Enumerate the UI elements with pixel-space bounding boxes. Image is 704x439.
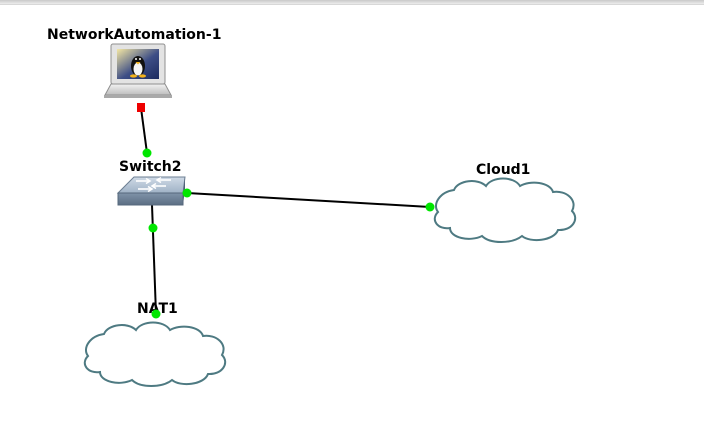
ethernet-switch-icon bbox=[116, 176, 186, 206]
node-label-networkautomation-1: NetworkAutomation-1 bbox=[47, 27, 221, 43]
linux-laptop-icon bbox=[104, 43, 172, 98]
node-switch2[interactable]: Switch2 bbox=[116, 159, 186, 206]
port-status-started-switch-east bbox=[182, 188, 192, 198]
port-status-started-switch-south bbox=[148, 223, 158, 233]
port-status-started-nat1 bbox=[151, 309, 161, 319]
cloud-icon bbox=[83, 321, 227, 387]
window-top-edge bbox=[0, 0, 704, 5]
node-nat1[interactable]: NAT1 bbox=[83, 301, 227, 387]
node-label-nat1: NAT1 bbox=[137, 301, 178, 317]
node-cloud1[interactable]: Cloud1 bbox=[433, 162, 577, 243]
link-switch-cloud1[interactable] bbox=[186, 192, 431, 208]
link-switch-nat1[interactable] bbox=[151, 204, 157, 315]
node-label-switch2: Switch2 bbox=[119, 159, 182, 175]
port-status-started-cloud1 bbox=[425, 202, 435, 212]
cloud-icon bbox=[433, 177, 577, 243]
node-label-cloud1: Cloud1 bbox=[476, 162, 530, 178]
link-pc-switch[interactable] bbox=[140, 107, 148, 154]
port-status-stopped-laptop bbox=[137, 103, 145, 112]
port-status-started-switch-north bbox=[142, 148, 152, 158]
node-networkautomation-1[interactable]: NetworkAutomation-1 bbox=[47, 27, 221, 98]
